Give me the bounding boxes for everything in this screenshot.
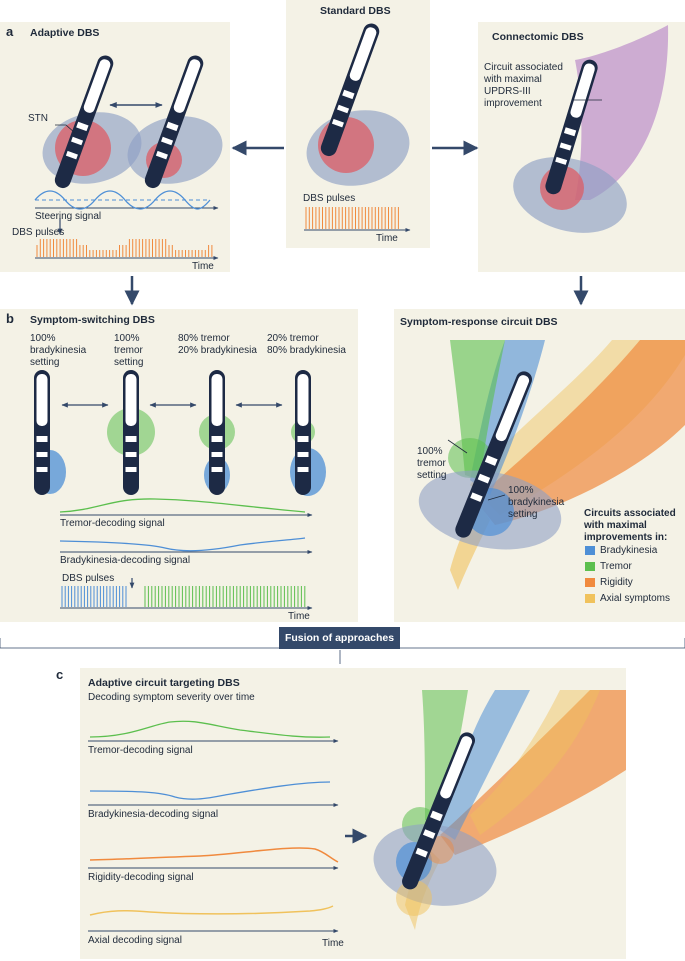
symptom-switching-title: Symptom-switching DBS xyxy=(30,314,155,326)
c-rigidity-label: Rigidity-decoding signal xyxy=(88,872,194,883)
brady-decoding-label: Bradykinesia-decoding signal xyxy=(60,555,191,566)
legend-title-line-1: Circuits associated xyxy=(584,508,676,519)
adaptive-time-label: Time xyxy=(192,261,214,272)
legend-bradykinesia: Bradykinesia xyxy=(600,545,658,556)
adaptive-pulses-label: DBS pulses xyxy=(12,227,65,238)
circuit-label-line-3: UPDRS-III xyxy=(484,86,531,97)
panel-b-letter: b xyxy=(6,311,14,326)
circuit-label-line-1: Circuit associated xyxy=(484,62,563,73)
standard-pulses xyxy=(305,207,399,229)
setting-3-line-2: 20% bradykinesia xyxy=(178,345,257,356)
circuit-label-line-2: with maximal xyxy=(484,74,542,85)
legend-tremor: Tremor xyxy=(600,561,632,572)
panel-c-letter: c xyxy=(56,667,64,682)
standard-lead xyxy=(306,21,410,186)
circuit-label-line-4: improvement xyxy=(484,98,542,109)
standard-pulses-label: DBS pulses xyxy=(303,193,356,204)
c-brady-label: Bradykinesia-decoding signal xyxy=(88,809,219,820)
stn-leader-line xyxy=(55,124,76,134)
connectomic-dbs-title: Connectomic DBS xyxy=(492,31,584,43)
setting-1-line-1: 100% xyxy=(30,333,56,344)
adaptive-signals xyxy=(88,720,339,933)
tremor-setting-line-1: 100% xyxy=(417,446,443,457)
legend-title-line-2: with maximal xyxy=(584,520,647,531)
switching-pulses xyxy=(61,586,306,607)
tremor-decoding-label: Tremor-decoding signal xyxy=(60,518,165,529)
legend-swatches xyxy=(585,546,595,603)
adaptive-dbs-title: Adaptive DBS xyxy=(30,27,100,39)
switching-leads xyxy=(34,370,326,496)
steering-signal-wave xyxy=(34,190,211,210)
setting-4-line-2: 80% bradykinesia xyxy=(267,345,346,356)
brady-setting-line-2: bradykinesia xyxy=(508,497,565,508)
standard-time-label: Time xyxy=(376,233,398,244)
adaptive-circuit-subtitle: Decoding symptom severity over time xyxy=(88,692,255,703)
tremor-setting-line-3: setting xyxy=(417,470,447,481)
switching-pulses-label: DBS pulses xyxy=(62,573,115,584)
c-time-label: Time xyxy=(322,938,344,949)
symptom-response-title: Symptom-response circuit DBS xyxy=(400,316,558,328)
adaptive-circuit-lead xyxy=(373,690,626,930)
c-tremor-label: Tremor-decoding signal xyxy=(88,745,193,756)
setting-2-line-1: 100% xyxy=(114,333,140,344)
tremor-setting-line-2: tremor xyxy=(417,458,446,469)
connectome-circuit xyxy=(575,25,669,200)
setting-2-line-3: setting xyxy=(114,357,144,368)
brady-setting-line-1: 100% xyxy=(508,485,534,496)
stn-label: STN xyxy=(28,113,48,124)
legend-axial: Axial symptoms xyxy=(600,593,671,604)
setting-2-line-2: tremor xyxy=(114,345,143,356)
response-circuits xyxy=(418,340,685,590)
adaptive-leads xyxy=(42,53,223,191)
standard-dbs-title: Standard DBS xyxy=(320,5,391,17)
brady-setting-line-3: setting xyxy=(508,509,538,520)
legend-rigidity: Rigidity xyxy=(600,577,633,588)
adaptive-circuit-title: Adaptive circuit targeting DBS xyxy=(88,677,240,689)
setting-4-line-1: 20% tremor xyxy=(267,333,319,344)
setting-1-line-2: bradykinesia xyxy=(30,345,87,356)
fusion-of-approaches-box: Fusion of approaches xyxy=(279,627,400,649)
adaptive-pulses xyxy=(36,239,213,257)
steering-signal-label: Steering signal xyxy=(35,211,102,222)
panel-a-letter: a xyxy=(6,24,14,39)
switching-time-label: Time xyxy=(288,611,310,622)
c-axial-label: Axial decoding signal xyxy=(88,935,182,946)
setting-3-line-1: 80% tremor xyxy=(178,333,230,344)
legend-title-line-3: improvements in: xyxy=(584,532,668,543)
setting-1-line-3: setting xyxy=(30,357,60,368)
